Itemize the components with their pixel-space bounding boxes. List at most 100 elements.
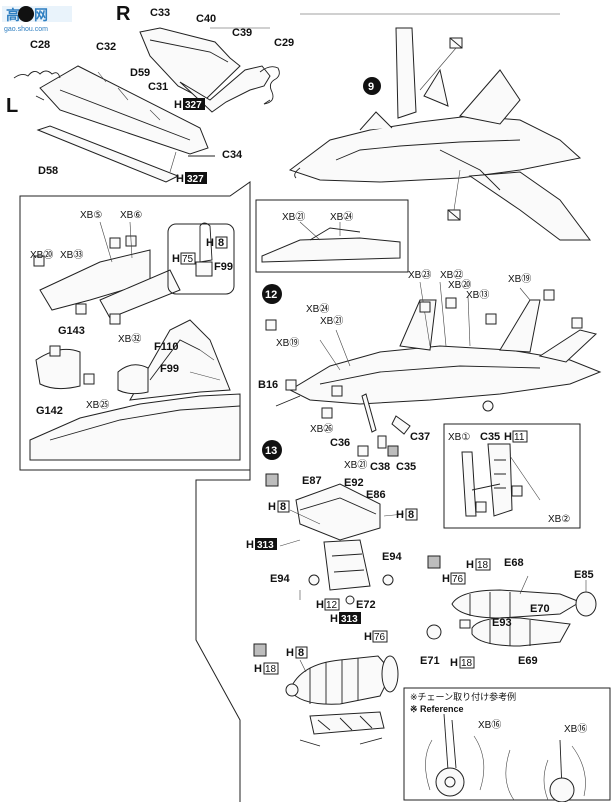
svg-text:8: 8 [280,501,286,513]
reference-title-jp: ※チェーン取り付け参考例 [410,691,516,703]
svg-text:11: 11 [514,432,525,443]
svg-text:18: 18 [265,664,277,675]
inset-box [255,199,409,273]
part-label-g142: G142 [36,405,63,417]
svg-text:H: H [450,657,458,669]
part-label-c38: C38 [370,461,390,473]
part-label-xb32: XB㉜ [118,333,141,345]
paint-ref-h313-b: H 313 [330,612,361,625]
detail-label-xb1: XB① [448,432,470,443]
part-label-f110: F110 [154,341,178,353]
part-label-e94-a: E94 [382,551,402,563]
reference-label-xb16-a: XB⑯ [478,719,501,731]
part-label-e68: E68 [504,557,524,569]
c35-detail [461,443,541,517]
paint-code: 327 [185,100,202,111]
part-label-xb20-s12: XB⑳ [448,279,471,291]
part-label-c32: C32 [96,41,116,53]
paint-ref-h8-s13a: H 8 [268,500,290,513]
part-label-xb22: XB㉒ [440,269,463,281]
part-label-xb19-a: XB⑲ [508,273,531,285]
part-label-xb21-b: XB㉑ [344,459,367,471]
part-label-f99-b: F99 [160,363,179,375]
part-label-c35: C35 [396,461,416,473]
paint-ref-h75: H 75 [172,252,196,265]
right-marker: R [116,3,131,25]
landing-gear-reference [425,713,586,802]
part-label-xb20: XB⑳ [30,249,53,261]
svg-text:313: 313 [341,614,358,625]
svg-text:H: H [206,237,214,249]
svg-text:H: H [330,613,338,625]
svg-text:12: 12 [265,289,277,301]
part-label-e92: E92 [344,477,364,489]
svg-text:H: H [172,253,180,265]
part-label-c34: C34 [222,149,243,161]
part-label-e94-b: E94 [270,573,290,585]
paint-ref-h11: H 11 [504,430,528,443]
svg-text:9: 9 [368,81,374,93]
svg-text:H: H [254,663,262,675]
part-label-e86: E86 [366,489,386,501]
paint-ref-h313-a: H 313 [246,538,277,551]
svg-text:H: H [442,573,450,585]
part-label-e70: E70 [530,603,550,615]
svg-text:76: 76 [452,574,464,585]
fuel-tank-assembly [426,575,597,647]
part-label-b16: B16 [258,379,278,391]
detail-label-xb2: XB② [548,514,570,525]
part-label-xb26: XB㉖ [310,423,333,435]
diagram-frame [19,181,251,471]
part-label-c33: C33 [150,7,170,19]
paint-ref-h8-s13b: H 8 [396,508,418,521]
part-label-e71: E71 [420,655,440,667]
svg-text:H: H [246,539,254,551]
part-label-d58: D58 [38,165,58,177]
part-label-xb33: XB㉝ [60,249,83,261]
reference-box [403,687,611,801]
paint-ref-h327-a: H 327 [174,98,205,111]
svg-text:76: 76 [374,632,386,643]
svg-text:13: 13 [265,445,277,457]
part-label-xb21-s12: XB㉑ [320,315,343,327]
paint-ref-h18-a: H 18 [466,558,491,571]
paint-code: 327 [187,174,204,185]
svg-text:H: H [286,647,294,659]
inset-aircraft [261,221,401,263]
svg-text:H: H [268,501,276,513]
bleed-through-text [210,13,560,29]
svg-text:313: 313 [257,540,274,551]
paint-ref-h18-c: H 18 [254,662,279,675]
svg-text:18: 18 [461,658,473,669]
svg-text:8: 8 [408,509,414,521]
step-13-icon [265,473,279,487]
part-label-xb13: XB⑬ [466,289,489,301]
part-label-c36: C36 [330,437,350,449]
part-label-c31: C31 [148,81,168,93]
inset-label-xb21: XB㉑ [282,211,305,223]
svg-text:18: 18 [477,560,489,571]
part-label-e85: E85 [574,569,594,581]
part-label-xb24-s12: XB㉔ [306,303,329,315]
svg-text:12: 12 [326,600,338,611]
svg-text:H: H [174,99,182,111]
part-label-c37: C37 [410,431,430,443]
part-label-c29: C29 [274,37,294,49]
reference-title-en: ※ Reference [410,704,464,714]
svg-text:H: H [316,599,324,611]
step-12-marker: 12 [262,284,282,304]
part-label-f99-a: F99 [214,261,233,273]
inset-label-xb24: XB㉔ [330,211,353,223]
paint-ref-h327-b: H 327 [176,172,207,185]
part-label-c28: C28 [30,39,50,51]
part-label-xb25: XB㉕ [86,399,109,411]
part-label-e72: E72 [356,599,376,611]
paint-ref-h18-b: H 18 [450,656,475,669]
part-label-e87: E87 [302,475,322,487]
watermark-logo: 高手网 gao.shou.com [2,6,72,33]
step-9-marker: 9 [363,77,381,95]
part-label-e93: E93 [492,617,512,629]
svg-text:8: 8 [218,237,224,249]
pylon-assembly [279,483,405,605]
part-label-c39: C39 [232,27,252,39]
